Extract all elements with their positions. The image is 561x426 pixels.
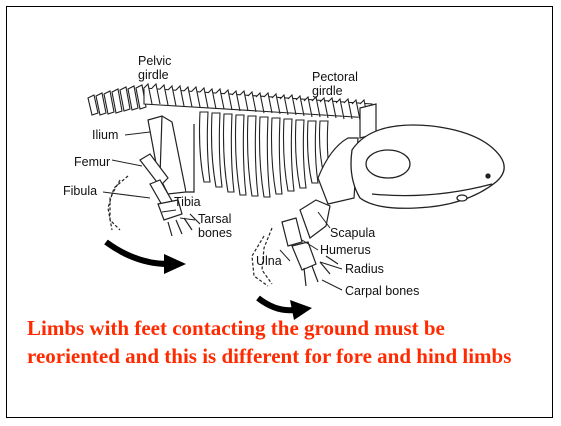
label-femur: Femur <box>74 155 110 169</box>
label-carpal-bones: Carpal bones <box>345 284 419 298</box>
label-pelvic-girdle: Pelvic girdle <box>138 54 171 82</box>
skull <box>351 125 504 208</box>
label-ulna: Ulna <box>256 254 282 268</box>
label-scapula: Scapula <box>330 226 375 240</box>
label-ilium: Ilium <box>92 128 118 142</box>
label-pectoral-girdle: Pectoral girdle <box>312 70 358 98</box>
ribs <box>200 112 331 197</box>
tail-vertebrae <box>88 85 146 115</box>
label-radius: Radius <box>345 262 384 276</box>
rotation-arrow-hind <box>106 242 186 274</box>
slide-caption: Limbs with feet contacting the ground mu… <box>27 314 537 370</box>
label-fibula: Fibula <box>63 184 97 198</box>
label-tarsal-bones: Tarsal bones <box>198 212 232 240</box>
label-humerus: Humerus <box>320 243 371 257</box>
label-tibia: Tibia <box>174 195 201 209</box>
